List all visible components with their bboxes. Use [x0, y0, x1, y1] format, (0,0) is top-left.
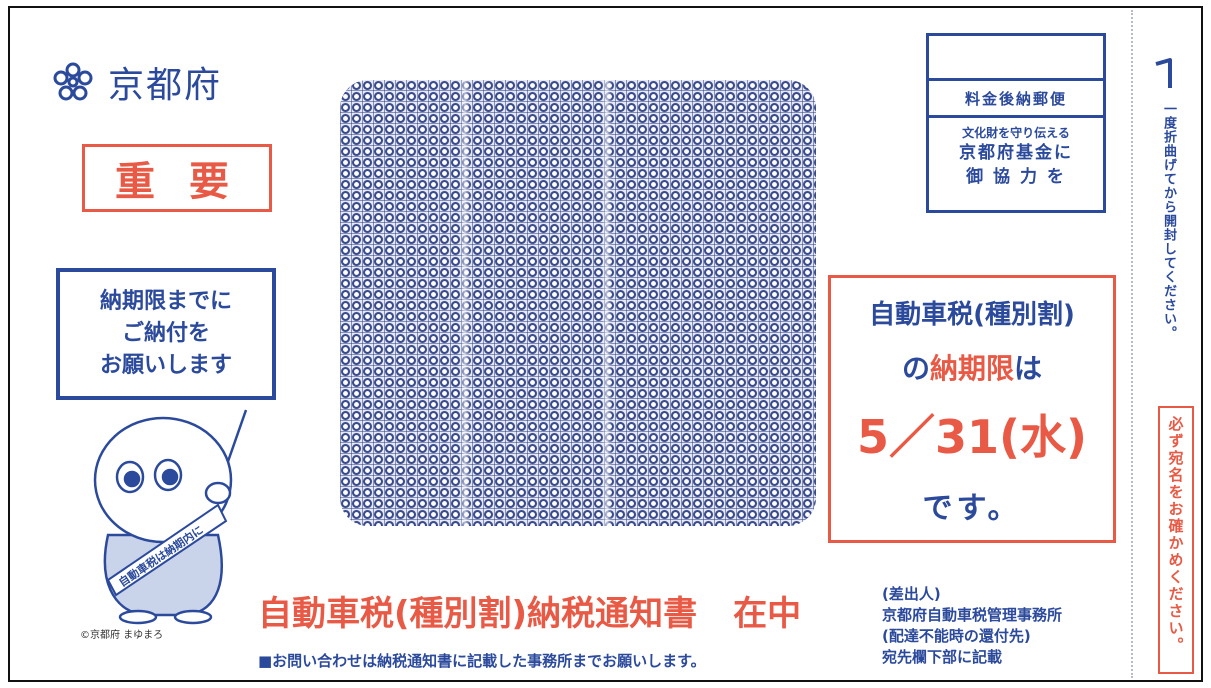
- deadline-end: です。: [922, 491, 1022, 526]
- window-glare: [602, 80, 612, 526]
- confirm-address-note: 必ず宛名をお確かめください。: [1166, 416, 1185, 654]
- mayumaro-mascot-illustration: 自動車税は納期内に: [93, 409, 248, 625]
- confirm-address-box: 必ず宛名をお確かめください。: [1158, 406, 1194, 674]
- notice-title-main: 自動車税(種別割)納税通知書: [258, 594, 698, 634]
- return-label: (配達不能時の還付先): [882, 627, 1031, 645]
- deadline-highlight: 納期限: [929, 352, 1014, 385]
- deadline-pre: の: [901, 352, 930, 385]
- payment-request-box: 納期限までに ご納付を お願いします: [56, 268, 276, 400]
- request-line: お願いします: [99, 353, 232, 378]
- inquiry-note: ■お問い合わせは納税通知書に記載した事務所までお願いします。: [258, 652, 706, 670]
- sender-label: (差出人): [882, 585, 941, 603]
- return-note: 宛先欄下部に記載: [882, 648, 1003, 666]
- window-glare: [460, 80, 470, 526]
- fold-arrow-icon: [1155, 58, 1172, 88]
- important-badge: 重 要: [82, 144, 272, 212]
- slogan-small: 文化財を守り伝える: [962, 126, 1070, 140]
- notice-title-suffix: 在中: [733, 594, 802, 634]
- postage-label: 料金後納郵便: [929, 81, 1103, 118]
- request-line: 納期限までに: [99, 289, 232, 314]
- deadline-box: 自動車税(種別割) の納期限は 5／31(水) です。: [828, 275, 1116, 543]
- notice-title: 自動車税(種別割)納税通知書在中: [258, 586, 801, 635]
- sender-office: 京都府自動車税管理事務所: [882, 606, 1063, 624]
- postage-box: 料金後納郵便 文化財を守り伝える 京都府基金に 御 協 力 を: [926, 33, 1106, 213]
- slogan-line: 京都府基金に: [959, 143, 1073, 163]
- kyoto-emblem-icon: [53, 62, 93, 101]
- kyoto-logo: 京都府: [52, 56, 222, 108]
- tear-line: [1131, 10, 1133, 678]
- fold-open-note: 一度折曲げてから開封してください。: [1161, 102, 1176, 340]
- org-name: 京都府: [108, 65, 223, 106]
- request-line: ご納付を: [121, 321, 210, 346]
- deadline-post: は: [1014, 352, 1043, 385]
- deadline-date: 5／31(水): [856, 410, 1088, 464]
- deadline-tax-name: 自動車税(種別割): [869, 300, 1075, 330]
- sender-block: (差出人) 京都府自動車税管理事務所 (配達不能時の還付先) 宛先欄下部に記載: [882, 584, 1062, 668]
- deadline-line: の納期限は: [902, 347, 1042, 387]
- mascot-credit: ©京都府 まゆまろ: [80, 630, 164, 641]
- postage-slogan: 文化財を守り伝える 京都府基金に 御 協 力 を: [929, 118, 1103, 189]
- postage-blank-cell: [929, 36, 1103, 81]
- slogan-line: 御 協 力 を: [966, 167, 1066, 187]
- address-window: [340, 80, 816, 526]
